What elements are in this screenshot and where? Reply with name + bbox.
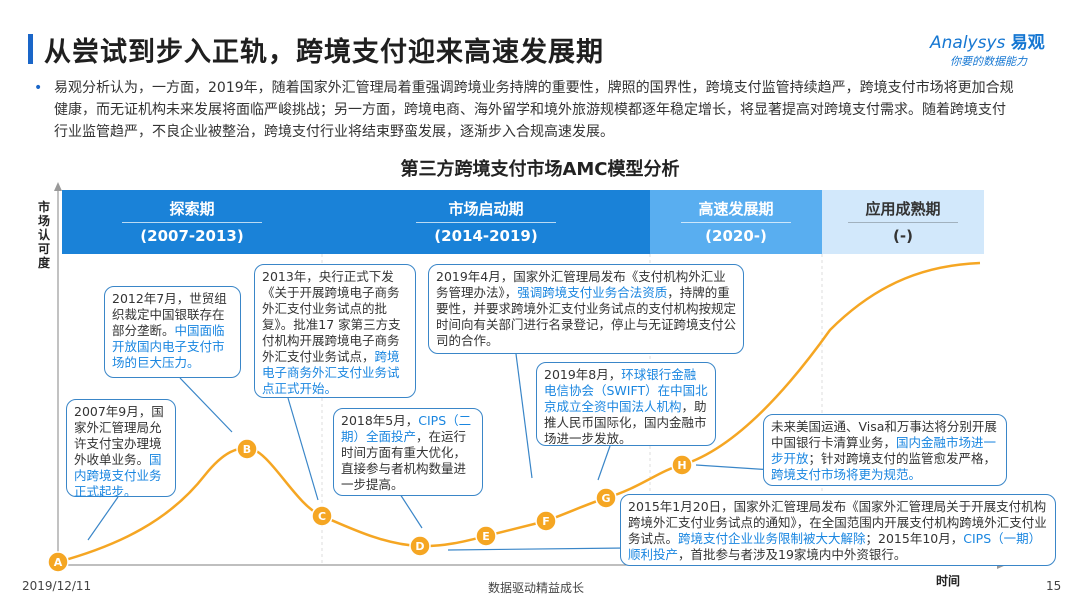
logo-tagline: 你要的数据能力 [950,55,1027,68]
bullet-icon: • [34,80,43,96]
callout-2013: 2013年，央行正式下发《关于开展跨境电子商务外汇支付业务试点的批复》。批准17… [254,264,416,398]
callout-2019-august: 2019年8月，环球银行金融电信协会（SWIFT）在中国北京成立全资中国法人机构… [536,362,716,446]
callout-2012: 2012年7月，世贸组织裁定中国银联存在部分垄断。中国面临开放国内电子支付市场的… [104,286,241,378]
stage-point-c: C [311,505,333,527]
stage-point-e: E [475,525,497,547]
page-title: 从尝试到步入正轨，跨境支付迎来高速发展期 [44,37,604,68]
callout-2007: 2007年9月，国家外汇管理局允许支付宝办理境外收单业务。国内跨境支付业务正式起… [66,399,176,499]
svg-text:F: F [542,515,550,528]
stage-point-f: F [535,510,557,532]
phase-mature: 应用成熟期 (-) [822,190,984,254]
intro-paragraph: 易观分析认为，一方面，2019年，随着国家外汇管理局着重强调跨境业务持牌的重要性… [54,80,1014,140]
x-axis-label: 时间 [936,574,961,588]
phase-exploration: 探索期 (2007-2013) [62,190,322,254]
stage-point-g: G [595,487,617,509]
svg-text:E: E [482,530,490,543]
title-accent-bar [28,34,33,64]
y-axis-arrow-icon [54,182,62,191]
svg-text:A: A [54,556,63,569]
logo-cn: 易观 [1010,33,1045,53]
footer-page-number: 15 [1046,579,1062,593]
svg-text:D: D [415,540,424,553]
stage-point-b: B [236,438,258,460]
callout-2019-april: 2019年4月，国家外汇管理局发布《支付机构外汇业务管理办法》，强调跨境支付业务… [428,264,744,354]
svg-text:C: C [318,510,326,523]
phase-high-growth: 高速发展期 (2020-) [650,190,822,254]
callout-future: 未来美国运通、Visa和万事达将分别开展中国银行卡清算业务，国内金融市场进一步开… [763,414,1007,486]
svg-text:H: H [677,459,686,472]
stage-point-a: A [47,551,69,573]
analysys-logo: Analysys 易观 你要的数据能力 [930,28,1055,68]
chart-title: 第三方跨境支付市场AMC模型分析 [400,159,680,180]
callout-2015: 2015年1月20日，国家外汇管理局发布《国家外汇管理局关于开展支付机构跨境外汇… [620,494,1056,566]
callout-2018: 2018年5月，CIPS（二期）全面投产，在运行时间方面有重大优化，直接参与者机… [333,408,483,496]
y-axis-label: 市场认可度 [37,200,50,270]
phase-market-launch: 市场启动期 (2014-2019) [322,190,650,254]
callout-connectors [87,353,774,551]
footer-slogan: 数据驱动精益成长 [488,581,585,595]
svg-text:G: G [601,492,610,505]
svg-text:B: B [243,443,251,456]
stage-point-d: D [409,535,431,557]
stage-point-h: H [671,454,693,476]
logo-text: Analysys [930,33,1006,53]
footer-date: 2019/12/11 [22,579,92,593]
